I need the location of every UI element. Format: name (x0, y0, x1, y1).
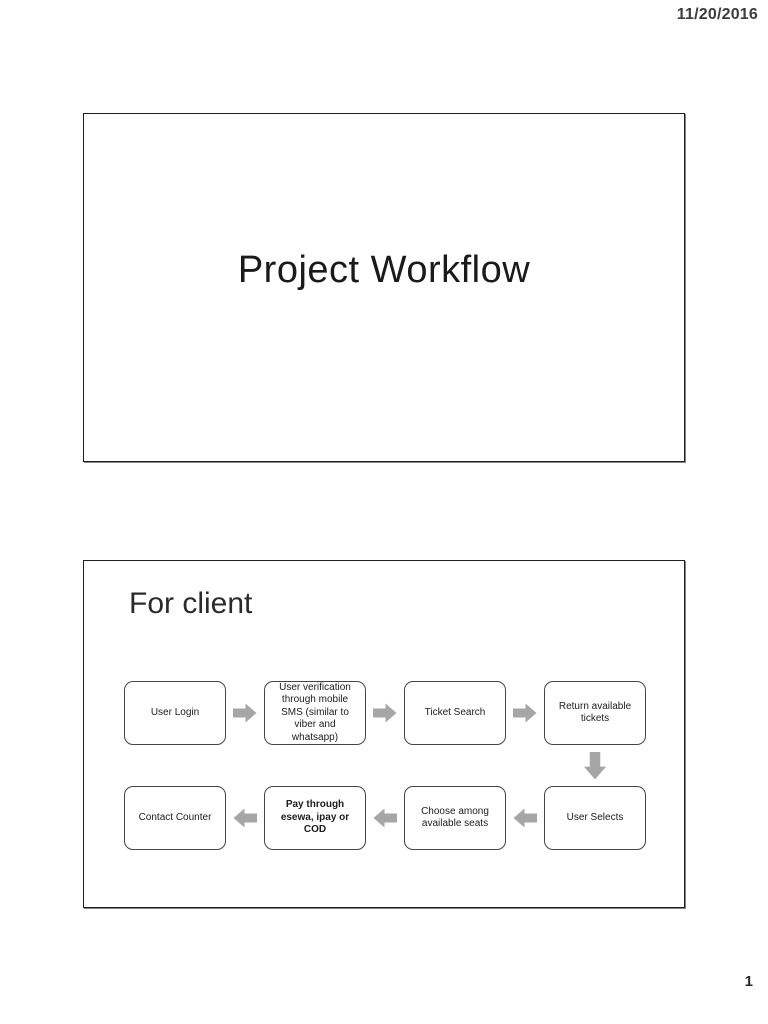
flow-row-1: User Login User verification through mob… (124, 681, 646, 745)
flow-step-user-verification: User verification through mobile SMS (si… (264, 681, 366, 745)
arrow-down-icon (579, 749, 611, 782)
arrow-left-icon (506, 786, 544, 850)
date-label: 11/20/2016 (676, 6, 758, 23)
flow-step-pay-through-esewa: Pay through esewa, ipay or COD (264, 786, 366, 850)
flow-step-choose-among-seats: Choose among available seats (404, 786, 506, 850)
arrow-right-icon (226, 681, 264, 745)
arrow-right-icon (366, 681, 404, 745)
flow-step-ticket-search: Ticket Search (404, 681, 506, 745)
arrow-left-icon (226, 786, 264, 850)
flow-step-user-login: User Login (124, 681, 226, 745)
title-slide: Project Workflow (83, 113, 685, 462)
arrow-left-icon (366, 786, 404, 850)
flow-step-return-available-tickets: Return available tickets (544, 681, 646, 745)
flow-row-2: Contact Counter Pay through esewa, ipay … (124, 786, 646, 850)
flow-step-contact-counter: Contact Counter (124, 786, 226, 850)
slide-heading: For client (129, 587, 253, 620)
page-number: 1 (744, 973, 753, 990)
slide-title: Project Workflow (237, 249, 531, 291)
flow-step-user-selects: User Selects (544, 786, 646, 850)
arrow-right-icon (506, 681, 544, 745)
for-client-slide: For client User Login User verification … (83, 560, 685, 908)
